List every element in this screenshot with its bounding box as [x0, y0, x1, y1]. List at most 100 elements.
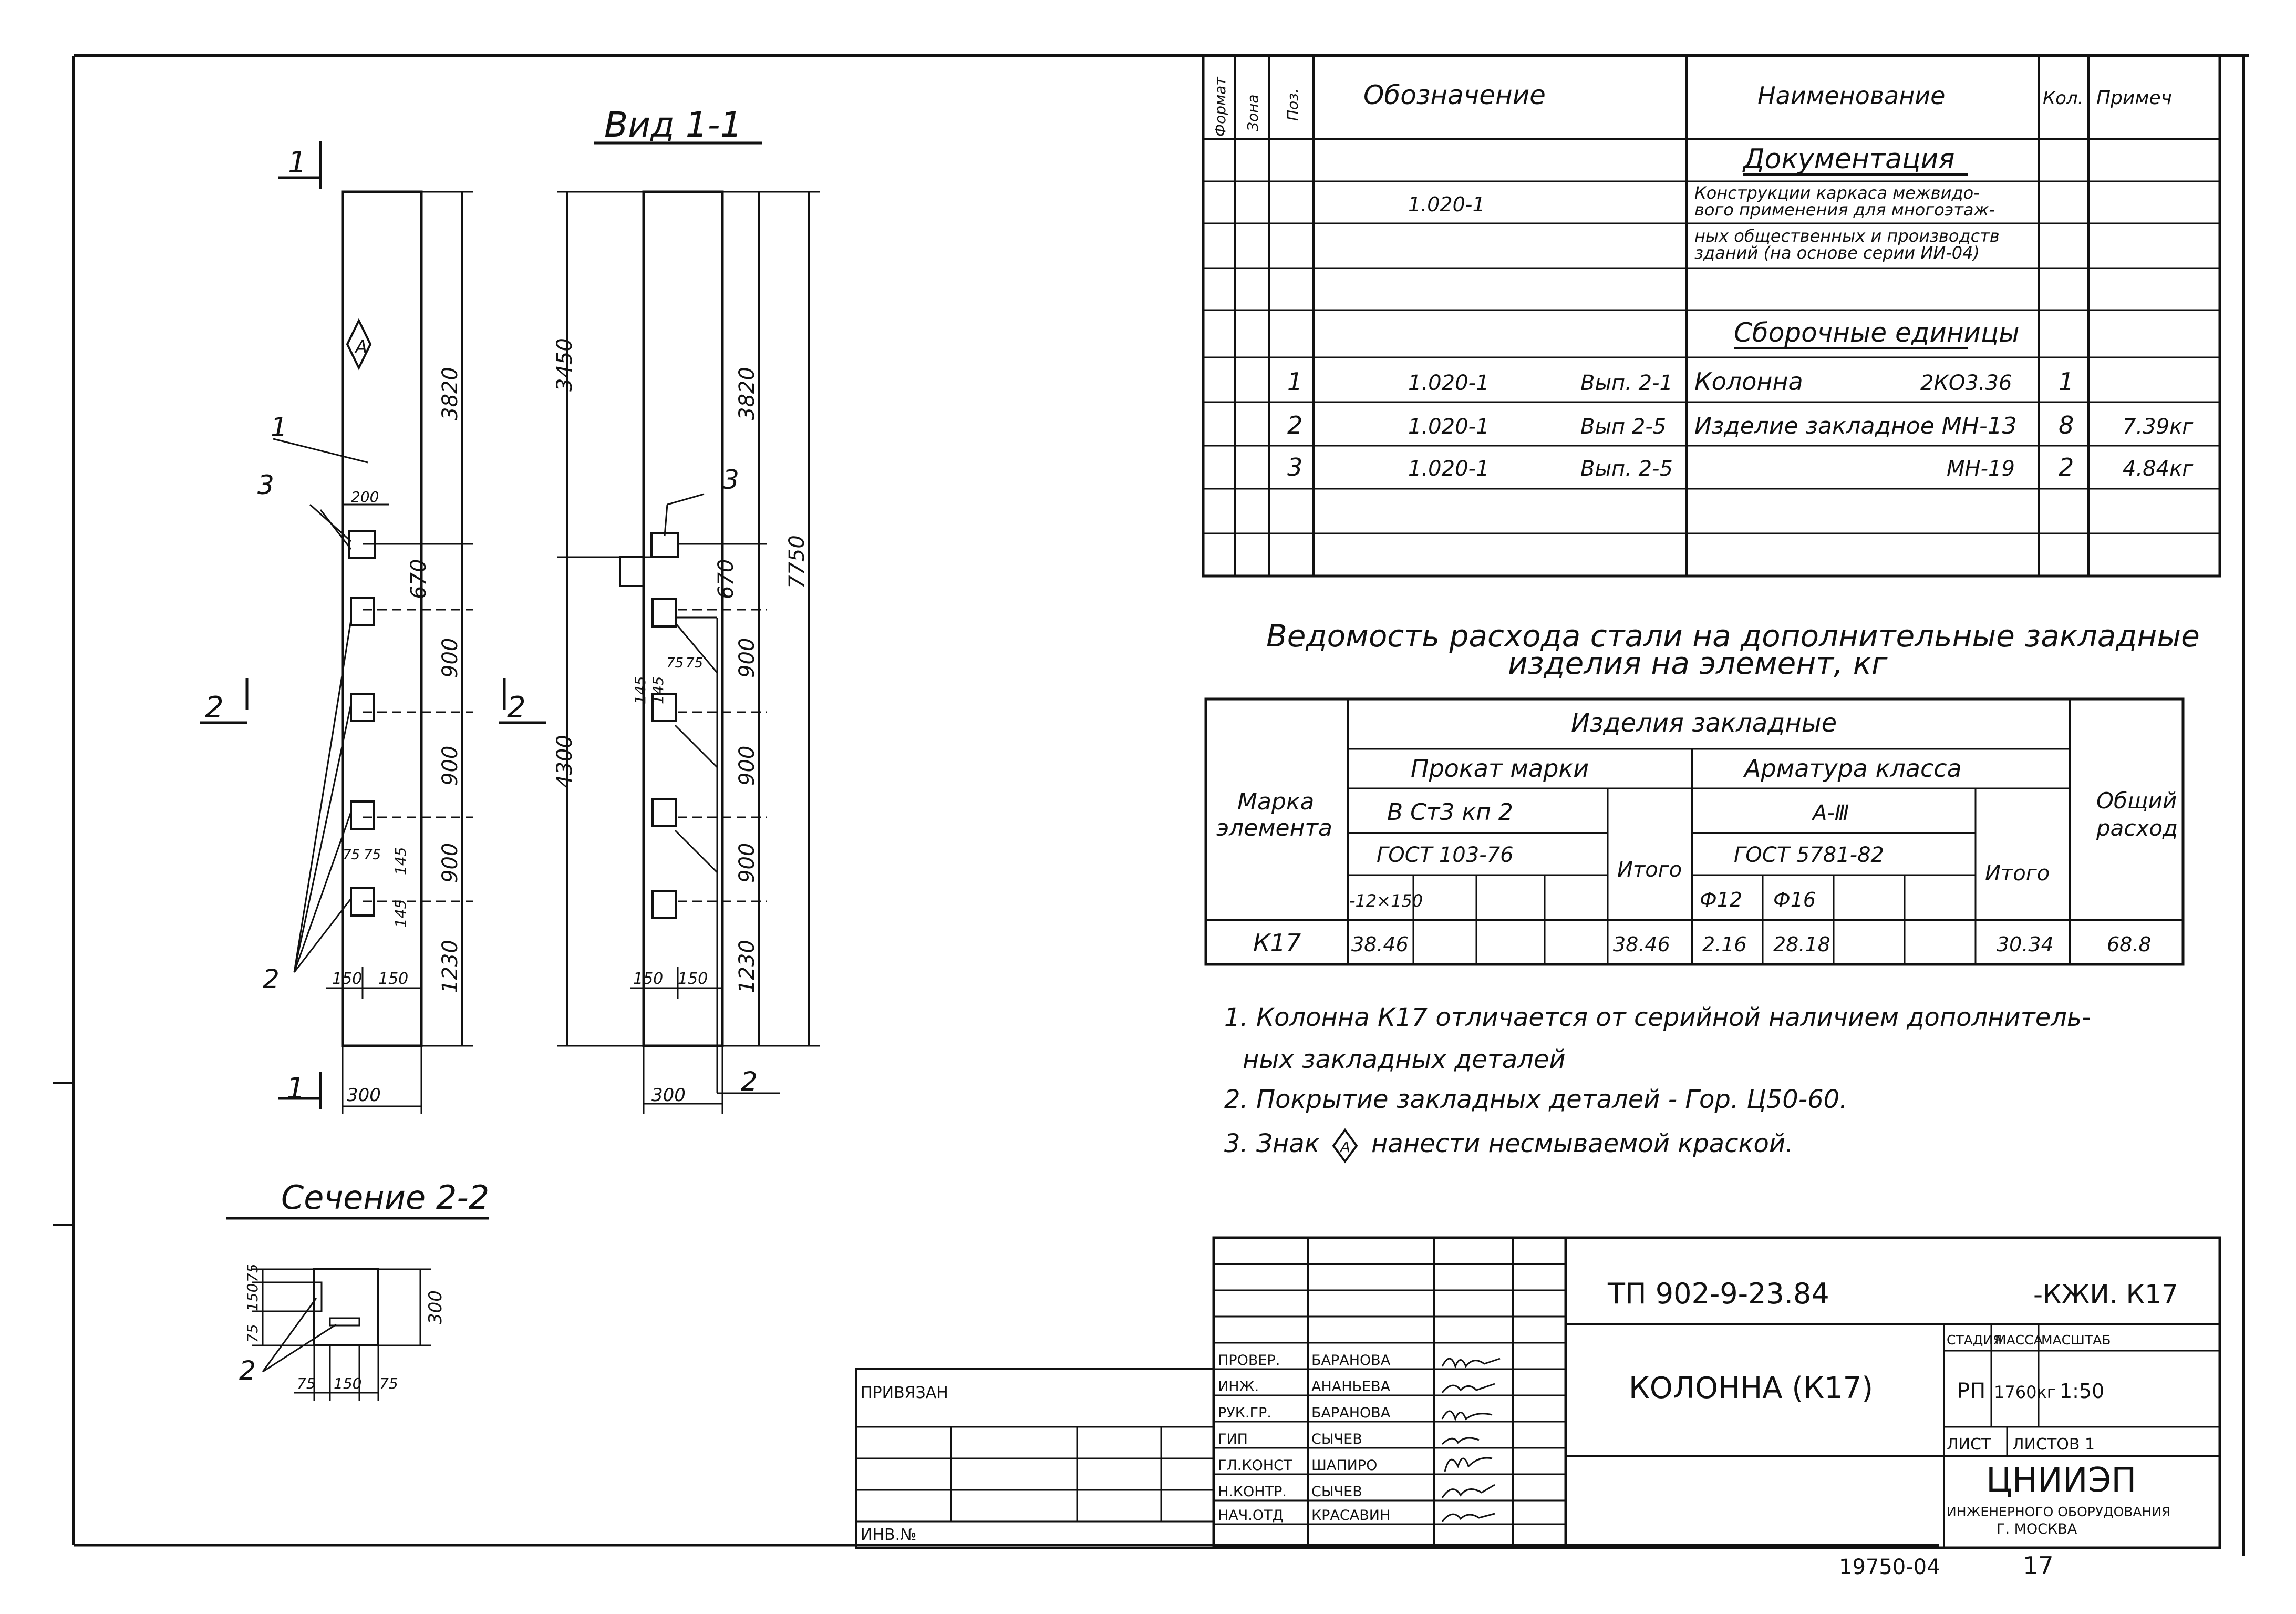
stamp-mass: 1760кг [1994, 1382, 2056, 1402]
left-cut1-top: 1 [288, 146, 307, 180]
sheet-frame [53, 54, 2249, 1556]
left-dim-900a: 900 [438, 638, 462, 678]
steel-row-plate: 38.46 [1351, 933, 1409, 956]
spec-header-format: Формат [1212, 77, 1229, 137]
note-3-mark: А [1339, 1138, 1350, 1156]
section-dim-h75: 75 [244, 1263, 261, 1282]
spec-header-designation: Обозначение [1363, 80, 1546, 110]
stamp-role-2: ИНЖ. [1218, 1379, 1259, 1395]
spec-row2-pos: 2 [1287, 411, 1302, 439]
spec-row2-issue: Вып 2-5 [1580, 415, 1666, 439]
left-pos2: 2 [263, 964, 280, 994]
section-dim-300: 300 [425, 1290, 446, 1324]
stamp-role-3: РУК.ГР. [1218, 1405, 1271, 1421]
stamp-role-5: ГЛ.КОНСТ [1218, 1457, 1292, 1474]
right-dim-1230: 1230 [735, 940, 759, 993]
view-title: Вид 1-1 [604, 105, 742, 145]
stamp-sheets: ЛИСТОВ 1 [2012, 1435, 2095, 1454]
right-dim-145a: 145 [632, 676, 649, 704]
steel-h-class: А-Ⅲ [1811, 801, 1849, 825]
right-dim-300: 300 [651, 1085, 686, 1106]
steel-row-total2: 30.34 [1997, 933, 2054, 956]
note-1b: ных закладных деталей [1243, 1045, 1566, 1074]
spec-header-name: Наименование [1757, 81, 1945, 110]
left-dim-300: 300 [347, 1085, 381, 1106]
section-dim-75b: 75 [379, 1375, 398, 1392]
spec-row1-qty: 1 [2059, 367, 2074, 396]
right-dim-900c: 900 [735, 843, 759, 883]
left-column-view [200, 141, 473, 1114]
right-dim-7750: 7750 [785, 535, 809, 589]
right-dim-75b: 75 [686, 655, 703, 671]
right-dim-150b: 150 [678, 970, 708, 988]
right-dim-145b: 145 [649, 676, 667, 704]
stamp-name-7: КРАСАВИН [1311, 1507, 1390, 1524]
section-2-2 [252, 1268, 431, 1401]
spec-row1-issue: Вып. 2-1 [1580, 371, 1673, 395]
right-dim-900b: 900 [735, 746, 759, 786]
spec-header-qty: Кол. [2043, 88, 2083, 109]
steel-h-sum2: расход [2096, 815, 2178, 841]
spec-row2-note: 7.39кг [2123, 415, 2194, 439]
stamp-sheet: ЛИСТ [1947, 1435, 1991, 1454]
steel-row-d12: 2.16 [1702, 933, 1747, 956]
note-3b: нанести несмываемой краской. [1371, 1129, 1793, 1158]
note-1a: 1. Колонна К17 отличается от серийной на… [1224, 1003, 2091, 1032]
steel-h-steel: В Ст3 кп 2 [1387, 799, 1513, 826]
stamp-role-4: ГИП [1218, 1431, 1248, 1447]
stamp-org2: ИНЖЕНЕРНОГО ОБОРУДОВАНИЯ [1947, 1504, 2170, 1519]
stamp-page-no: 17 [2023, 1551, 2054, 1580]
section-pos2: 2 [239, 1355, 256, 1386]
stamp-scale-header: МАСШТАБ [2041, 1332, 2111, 1348]
spec-row3-designation: 1.020-1 [1408, 457, 1489, 481]
left-cut2: 2 [205, 691, 224, 725]
steel-h-gost1: ГОСТ 103-76 [1377, 843, 1514, 867]
stamp-name-1: БАРАНОВА [1311, 1352, 1391, 1369]
right-dim-670: 670 [714, 559, 738, 599]
left-dim-150a: 150 [332, 970, 362, 988]
steel-h-gost2: ГОСТ 5781-82 [1734, 843, 1884, 867]
steel-h-total2: Итого [1985, 861, 2050, 886]
left-pos3: 3 [257, 470, 274, 500]
spec-row3-pos: 3 [1287, 453, 1302, 481]
left-mark-symbol: А [354, 337, 367, 358]
steel-h-sum1: Общий [2096, 788, 2177, 814]
left-dim-150b: 150 [378, 970, 408, 988]
stamp-code-suffix: -КЖИ. К17 [2033, 1279, 2178, 1310]
right-column-view [499, 190, 820, 1114]
section-title: Сечение 2-2 [281, 1178, 489, 1217]
left-pos1: 1 [271, 412, 287, 443]
steel-row-sum: 68.8 [2107, 933, 2152, 956]
right-dim-3450: 3450 [553, 338, 577, 392]
right-pos3: 3 [722, 465, 739, 495]
stamp-name-5: ШАПИРО [1311, 1457, 1377, 1474]
steel-h-mark: Марка [1237, 788, 1314, 815]
spec-section-units: Сборочные единицы [1734, 317, 2020, 348]
stamp-name-6: СЫЧЕВ [1311, 1484, 1362, 1500]
spec-doc-name-3: ных общественных и производств [1694, 226, 2000, 246]
left-dim-900c: 900 [438, 843, 462, 883]
steel-title-2: изделия на элемент, кг [1508, 645, 1888, 681]
steel-h-rolled: Прокат марки [1411, 754, 1589, 783]
stamp-role-1: ПРОВЕР. [1218, 1352, 1280, 1369]
left-dim-75b: 75 [364, 847, 381, 863]
steel-h-d12: Ф12 [1700, 888, 1742, 911]
stamp-role-6: Н.КОНТР. [1218, 1484, 1287, 1500]
left-dim-200: 200 [351, 488, 379, 506]
section-dim-75a: 75 [297, 1375, 316, 1392]
steel-row-mark: К17 [1253, 929, 1301, 957]
right-dim-900a: 900 [735, 638, 759, 678]
left-dim-145b: 145 [392, 900, 409, 928]
steel-row-total1: 38.46 [1613, 933, 1670, 956]
spec-doc-name-4: зданий (на основе серии ИИ-04) [1694, 243, 1980, 263]
steel-h-d16: Ф16 [1773, 888, 1816, 911]
steel-title-1: Ведомость расхода стали на дополнительны… [1266, 618, 2200, 654]
spec-doc-designation: 1.020-1 [1408, 193, 1485, 216]
section-dim-150: 150 [334, 1375, 361, 1392]
stamp-code: ТП 902-9-23.84 [1607, 1277, 1829, 1310]
right-dim-75a: 75 [666, 655, 684, 671]
steel-h-rebar: Арматура класса [1743, 754, 1962, 783]
spec-header-zone: Зона [1244, 94, 1261, 131]
stamp-role-7: НАЧ.ОТД [1218, 1507, 1284, 1524]
